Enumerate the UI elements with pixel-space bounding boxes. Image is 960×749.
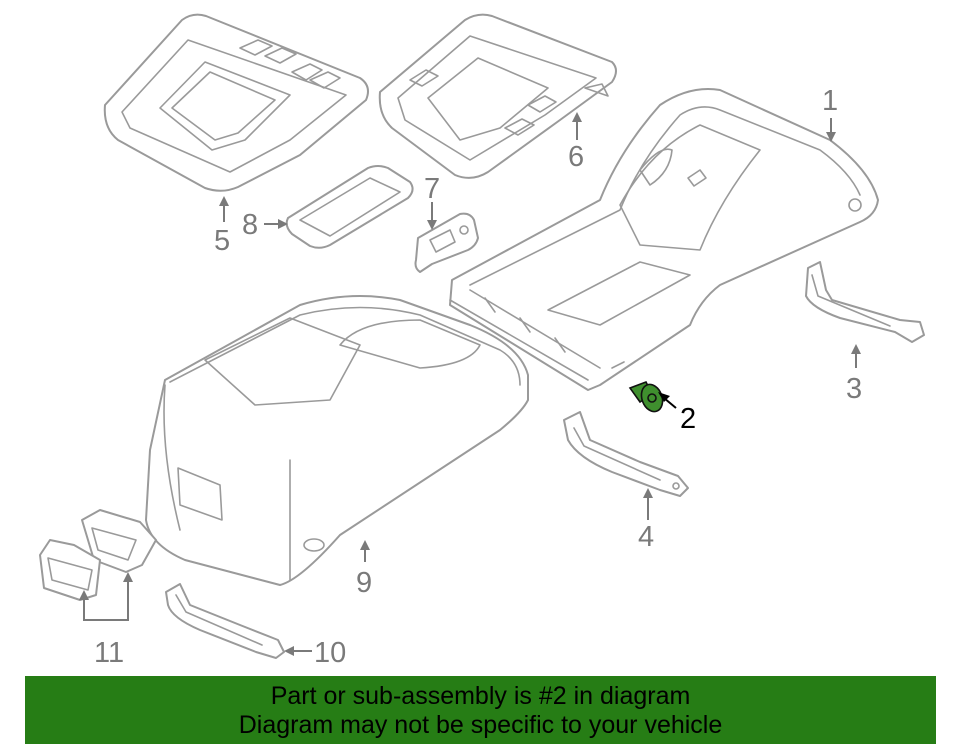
callout-5: 5 <box>214 225 230 257</box>
callout-2: 2 <box>680 403 696 435</box>
part-9-console-box <box>145 295 529 586</box>
part-2-fastener <box>628 380 664 413</box>
part-4-bracket-center <box>563 411 689 497</box>
part-5-console-top-bezel <box>103 13 369 192</box>
part-8-tray-insert <box>285 165 414 249</box>
callout-1: 1 <box>822 85 838 117</box>
callout-10: 10 <box>314 637 346 669</box>
callout-9: 9 <box>356 567 372 599</box>
callout-8: 8 <box>242 209 258 241</box>
part-11-cup-holders <box>39 509 157 601</box>
callout-4: 4 <box>638 521 654 553</box>
callout-3: 3 <box>846 373 862 405</box>
callout-11: 11 <box>94 637 124 669</box>
part-7-latch <box>414 212 479 273</box>
info-banner: Part or sub-assembly is #2 in diagram Di… <box>25 676 936 744</box>
part-6-shift-bezel <box>378 13 617 179</box>
part-1-console-housing <box>449 88 879 391</box>
parts-diagram: 1 2 3 4 5 6 7 8 9 10 11 <box>39 13 925 669</box>
part-10-bracket-bottom <box>165 583 285 659</box>
banner-line-disclaimer: Diagram may not be specific to your vehi… <box>238 711 723 739</box>
part-3-bracket-right <box>805 261 925 343</box>
callout-leaders <box>79 112 861 656</box>
callout-6: 6 <box>568 141 584 173</box>
callout-7: 7 <box>424 173 440 205</box>
banner-line-part: Part or sub-assembly is #2 in diagram <box>270 682 691 710</box>
